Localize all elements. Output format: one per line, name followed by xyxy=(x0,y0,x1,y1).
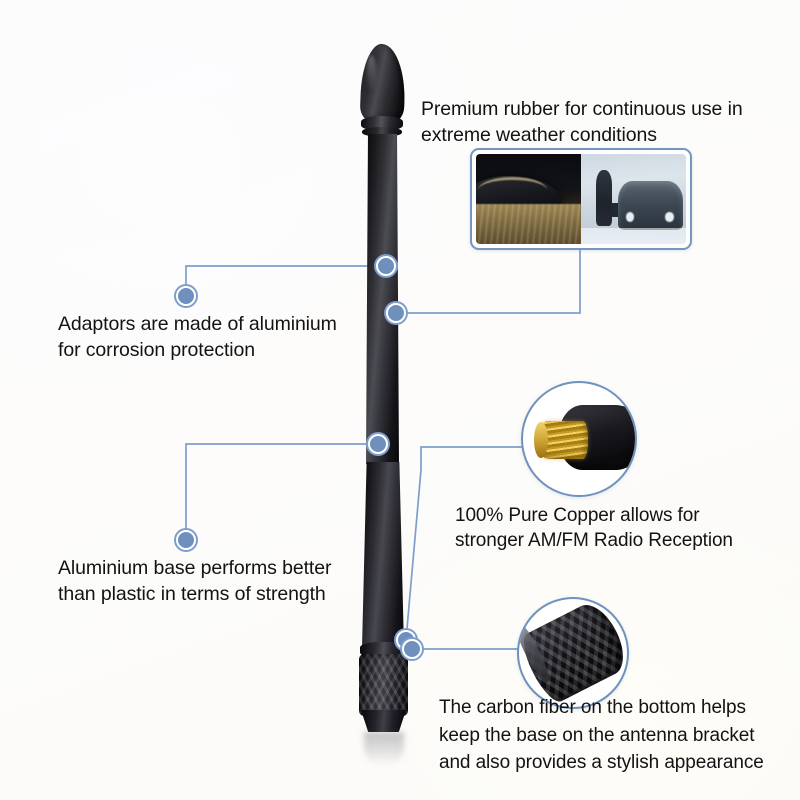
copper-screw-cap xyxy=(534,422,548,459)
inset-weather-photo xyxy=(470,148,692,250)
snow-pedestrian-bag xyxy=(611,202,620,217)
caption-premium-rubber: Premium rubber for continuous use in ext… xyxy=(421,98,743,147)
callout-dot-carbon-on-base[interactable] xyxy=(402,639,422,659)
snow-covered-car xyxy=(617,181,683,230)
callout-dot-alum-base-on-antenna[interactable] xyxy=(368,434,388,454)
callout-dot-alum-base-label[interactable] xyxy=(176,530,196,550)
snow-pedestrian xyxy=(595,170,613,226)
callout-dot-weather-lower[interactable] xyxy=(386,303,406,323)
antenna-shaft-upper xyxy=(366,134,399,464)
caption-aluminium-base: Aluminium base performs better than plas… xyxy=(58,557,332,606)
callout-dot-adaptor-label[interactable] xyxy=(176,286,196,306)
antenna-rubber-tip xyxy=(359,43,407,123)
antenna-product-image xyxy=(340,43,436,766)
inset-copper-connector-photo xyxy=(521,381,637,497)
antenna-carbon-fiber-band xyxy=(359,654,408,716)
inset-carbon-fiber-photo xyxy=(517,597,629,709)
caption-aluminium-adaptors: Adaptors are made of aluminium for corro… xyxy=(58,313,337,362)
callout-dot-weather-on-antenna[interactable] xyxy=(376,256,396,276)
snow-ground xyxy=(581,227,686,244)
flood-car-roofline xyxy=(478,177,548,203)
caption-pure-copper: 100% Pure Copper allows for stronger AM/… xyxy=(455,505,733,552)
antenna-collar-lower xyxy=(362,127,402,137)
caption-carbon-fiber: The carbon fiber on the bottom helps kee… xyxy=(439,697,764,774)
antenna-shaft-lower xyxy=(362,462,404,648)
antenna-tip-highlight xyxy=(367,55,376,91)
antenna-base-foot xyxy=(361,710,406,732)
photo-snow-scene xyxy=(581,154,686,244)
antenna-reflection xyxy=(364,732,404,766)
photo-flood-scene xyxy=(476,154,581,244)
